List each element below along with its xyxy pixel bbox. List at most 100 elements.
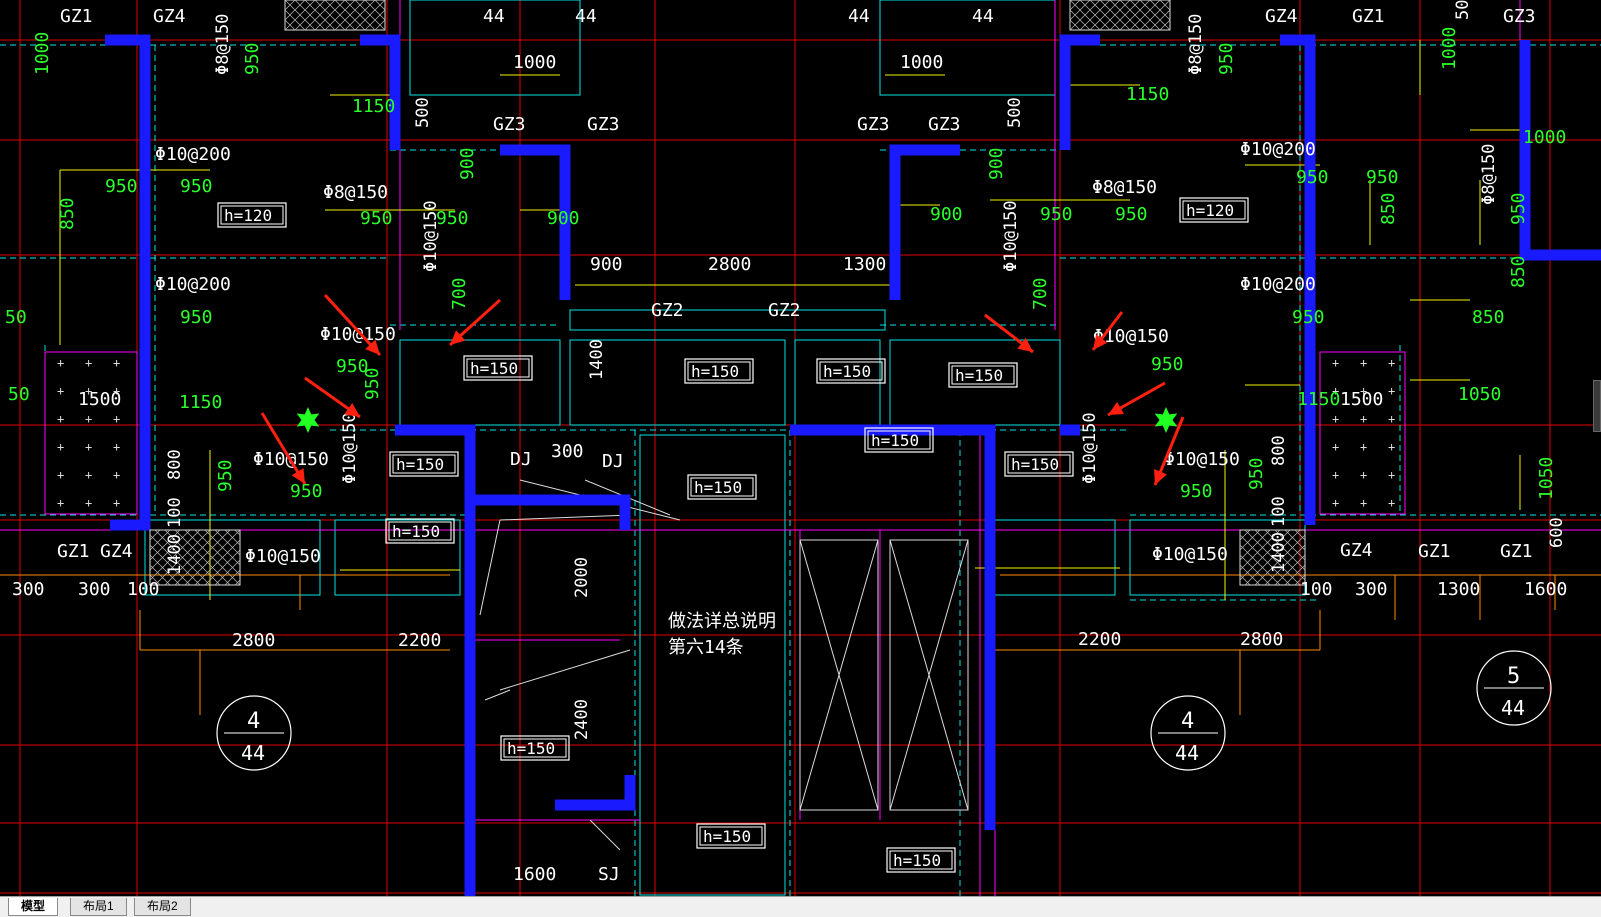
bubble-number: 4 — [247, 709, 260, 734]
drawing-label: 1600 — [513, 864, 556, 885]
drawing-label: 500 — [1005, 97, 1025, 128]
plus-mark: + — [1388, 356, 1395, 370]
plus-mark: + — [1388, 384, 1395, 398]
drawing-label: 50 — [8, 384, 30, 405]
bubble-number: 5 — [1507, 664, 1520, 689]
drawing-label: 950 — [1040, 204, 1073, 225]
red-arrow — [260, 412, 307, 485]
hatch-line — [1239, 534, 1291, 586]
scroll-handle[interactable] — [1593, 380, 1601, 432]
tag-label: h=150 — [955, 366, 1003, 385]
drawing-label: 44 — [483, 6, 505, 27]
detail-line — [799, 539, 879, 811]
tag-inner — [220, 205, 284, 225]
hatch-line — [1244, 529, 1301, 586]
drawing-label: 950 — [1292, 307, 1325, 328]
drawing-label: 100 — [165, 497, 185, 528]
drawing-label: 1050 — [1536, 457, 1557, 500]
plus-mark: + — [113, 384, 120, 398]
tag-outer — [864, 427, 934, 453]
hatch-line — [1239, 564, 1261, 586]
tab-model[interactable]: 模型 — [8, 898, 59, 916]
drawing-label: Φ10@200 — [155, 274, 231, 295]
slab-thickness-tag: h=120 — [217, 202, 287, 228]
slab-thickness-tag: h=150 — [1004, 451, 1074, 477]
tab-layout-1[interactable]: 布局1 — [70, 898, 127, 916]
drawing-label: Φ10@150 — [421, 200, 441, 272]
drawing-label: Φ10@150 — [1001, 200, 1021, 272]
hatch-line — [224, 569, 241, 586]
tag-inner — [889, 850, 953, 870]
plus-mark: + — [1360, 440, 1367, 454]
drawing-label: GZ4 — [153, 6, 186, 27]
hatch-line — [149, 564, 171, 586]
drawing-label: 850 — [1378, 192, 1399, 225]
drawing-label: 1150 — [352, 96, 395, 117]
shaft-hatch — [1069, 0, 1171, 31]
hatch-line — [234, 529, 241, 536]
tag-label: h=150 — [396, 455, 444, 474]
drawing-label: GZ1 — [1500, 541, 1533, 562]
plus-mark: + — [1360, 356, 1367, 370]
drawing-label: 900 — [930, 204, 963, 225]
drawing-label: 700 — [1030, 277, 1051, 310]
drawing-label: Φ10@150 — [1164, 449, 1240, 470]
drawing-label: 900 — [457, 147, 478, 180]
arrow-head — [1017, 337, 1033, 352]
drawing-label: 300 — [12, 579, 45, 600]
drawing-label: 850 — [57, 197, 78, 230]
arrow-head — [450, 330, 466, 345]
drawing-label: Φ10@150 — [1093, 326, 1169, 347]
slab-thickness-tag: h=150 — [684, 358, 754, 384]
hatch-line — [1239, 574, 1251, 586]
shear-wall — [1519, 40, 1601, 261]
drawing-label: 950 — [242, 42, 263, 75]
drawing-label: Φ8@150 — [1092, 177, 1157, 198]
drawing-label: 1000 — [1439, 27, 1460, 70]
outline-rect — [989, 519, 1116, 596]
tag-label: h=150 — [1011, 455, 1059, 474]
red-arrow — [1153, 416, 1185, 486]
plus-mark: + — [85, 496, 92, 510]
detail-line — [499, 514, 631, 521]
arrow-head — [1108, 401, 1124, 415]
callout-markers — [260, 293, 1185, 486]
detail-line — [479, 519, 501, 616]
plus-mark: + — [1360, 412, 1367, 426]
hatch-line — [149, 529, 201, 581]
hatch-line — [149, 529, 161, 541]
outline-rect — [334, 519, 461, 596]
slab-thickness-tag: h=150 — [385, 518, 455, 544]
shaft-hatches: ++++++++++++++++++++++++++++++++++++ — [44, 0, 1406, 586]
drawing-label: GZ3 — [928, 114, 961, 135]
drawing-label: GZ3 — [493, 114, 526, 135]
hatch-line — [214, 559, 241, 586]
plus-mark: + — [113, 468, 120, 482]
drawing-label: 1300 — [843, 254, 886, 275]
drawing-label: GZ3 — [1503, 6, 1536, 27]
drawing-label: 100 — [127, 579, 160, 600]
drawing-label: 950 — [1180, 481, 1213, 502]
arrow-head — [1093, 334, 1108, 350]
hatch-line — [149, 534, 201, 586]
drawing-label: 2800 — [1240, 629, 1283, 650]
drawing-label: 600 — [1547, 517, 1567, 548]
hatch-line — [149, 529, 171, 551]
hatch-line — [1294, 574, 1306, 586]
axis-bubble: 444 — [216, 695, 292, 771]
plus-mark: + — [113, 440, 120, 454]
tag-label: h=150 — [871, 431, 919, 450]
tag-inner — [466, 358, 530, 378]
tab-layout-2[interactable]: 布局2 — [134, 898, 191, 916]
drawing-label: GZ4 — [1340, 540, 1373, 561]
drawing-label: 950 — [290, 481, 323, 502]
drawing-label: 900 — [986, 147, 1007, 180]
tag-inner — [951, 365, 1015, 385]
cad-drawing-canvas[interactable]: ++++++++++++++++++++++++++++++++++++ GZ1… — [0, 0, 1601, 896]
drawing-label: 1050 — [1458, 384, 1501, 405]
red-arrow — [448, 298, 502, 347]
drawing-label: 1400 — [165, 534, 185, 575]
plus-mark: + — [85, 468, 92, 482]
hatch-line — [204, 529, 241, 566]
